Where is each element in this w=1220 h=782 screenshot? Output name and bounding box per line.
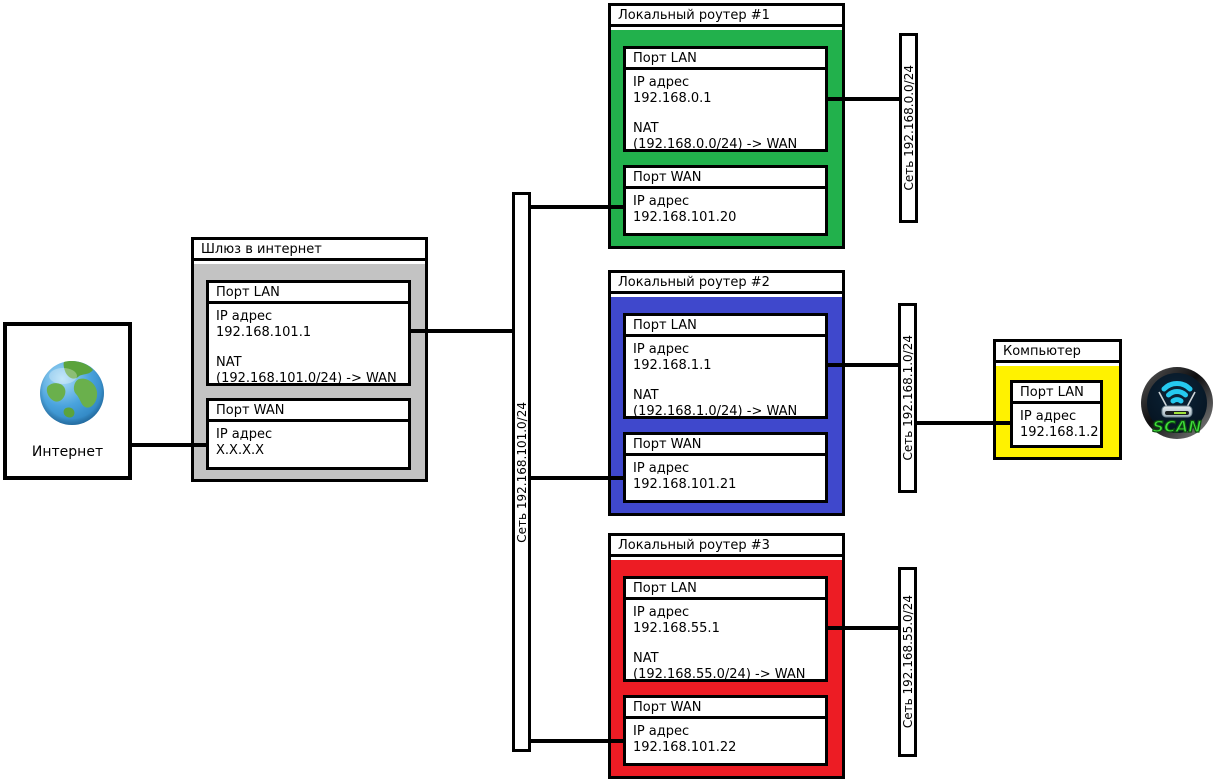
router-2-lan-ip: 192.168.1.1 <box>633 358 712 373</box>
router-3-nat-rule: (192.168.55.0/24) -> WAN <box>633 667 806 682</box>
nat-label: NAT <box>633 651 659 666</box>
ip-label: IP адрес <box>633 724 690 739</box>
router-1-node: Локальный роутер #1 Порт LAN IP адрес 19… <box>608 3 845 249</box>
main-network-bar: Сеть 192.168.101.0/24 <box>512 192 531 752</box>
link-router1-net <box>826 97 901 101</box>
gateway-title: Шлюз в интернет <box>194 240 425 261</box>
gateway-lan-port-title: Порт LAN <box>209 283 408 304</box>
gateway-node: Шлюз в интернет Порт LAN IP адрес 192.16… <box>191 237 428 482</box>
router-2-node: Локальный роутер #2 Порт LAN IP адрес 19… <box>608 270 845 516</box>
router-3-node: Локальный роутер #3 Порт LAN IP адрес 19… <box>608 533 845 779</box>
spacer <box>633 637 825 651</box>
router-2-wan-port-title: Порт WAN <box>626 435 825 456</box>
link-mainnet-router3 <box>529 739 625 743</box>
nat-label: NAT <box>633 121 659 136</box>
ip-label: IP адрес <box>633 75 690 90</box>
router-2-title: Локальный роутер #2 <box>611 273 842 294</box>
internet-label: Интернет <box>31 444 104 460</box>
globe-icon <box>36 356 108 432</box>
router-3-title: Локальный роутер #3 <box>611 536 842 557</box>
router-1-lan-port: Порт LAN IP адрес 192.168.0.1 NAT (192.1… <box>623 46 828 152</box>
router-2-network-label: Сеть 192.168.1.0/24 <box>900 335 915 461</box>
router-2-wan-port: Порт WAN IP адрес 192.168.101.21 <box>623 432 828 503</box>
link-net-computer <box>915 421 1012 425</box>
router-1-nat-rule: (192.168.0.0/24) -> WAN <box>633 137 798 152</box>
router-3-lan-port: Порт LAN IP адрес 192.168.55.1 NAT (192.… <box>623 576 828 682</box>
router-1-title: Локальный роутер #1 <box>611 6 842 27</box>
computer-lan-ip: 192.168.1.2 <box>1020 425 1099 440</box>
computer-lan-port-title: Порт LAN <box>1013 383 1100 404</box>
ip-label: IP адрес <box>633 605 690 620</box>
router-3-network-bar: Сеть 192.168.55.0/24 <box>898 567 917 757</box>
ip-label: IP адрес <box>633 461 690 476</box>
router-2-nat-rule: (192.168.1.0/24) -> WAN <box>633 404 798 419</box>
link-mainnet-router2 <box>529 476 625 480</box>
nat-label: NAT <box>633 388 659 403</box>
router-3-network-label: Сеть 192.168.55.0/24 <box>900 595 915 729</box>
router-1-network-label: Сеть 192.168.0.0/24 <box>901 65 916 191</box>
spacer <box>633 374 825 388</box>
gateway-nat-rule: (192.168.101.0/24) -> WAN <box>216 371 397 386</box>
spacer <box>216 341 408 355</box>
gateway-lan-ip: 192.168.101.1 <box>216 325 312 340</box>
nat-label: NAT <box>216 355 242 370</box>
scan-icon-label: SCAN <box>1152 417 1202 436</box>
router-1-lan-port-title: Порт LAN <box>626 49 825 70</box>
router-1-network-bar: Сеть 192.168.0.0/24 <box>899 33 918 223</box>
router-1-wan-ip: 192.168.101.20 <box>633 210 737 225</box>
gateway-wan-ip: X.X.X.X <box>216 443 265 458</box>
computer-node: Компьютер Порт LAN IP адрес 192.168.1.2 <box>993 339 1122 460</box>
link-mainnet-router1 <box>529 205 625 209</box>
router-3-wan-ip: 192.168.101.22 <box>633 740 737 755</box>
gateway-body: Порт LAN IP адрес 192.168.101.1 NAT (192… <box>194 264 425 479</box>
router-3-lan-port-title: Порт LAN <box>626 579 825 600</box>
ip-label: IP адрес <box>633 342 690 357</box>
router-3-lan-ip: 192.168.55.1 <box>633 621 720 636</box>
gateway-wan-port-title: Порт WAN <box>209 401 408 422</box>
router-1-wan-port-title: Порт WAN <box>626 168 825 189</box>
ip-label: IP адрес <box>633 194 690 209</box>
ip-label: IP адрес <box>216 427 273 442</box>
gateway-wan-port: Порт WAN IP адрес X.X.X.X <box>206 398 411 470</box>
scan-app-icon: SCAN <box>1140 366 1214 444</box>
ip-label: IP адрес <box>1020 409 1077 424</box>
link-router3-net <box>826 626 901 630</box>
router-3-wan-port: Порт WAN IP адрес 192.168.101.22 <box>623 695 828 766</box>
link-internet-gateway <box>130 443 208 447</box>
spacer <box>633 107 825 121</box>
computer-body: Порт LAN IP адрес 192.168.1.2 <box>996 366 1119 457</box>
router-1-body: Порт LAN IP адрес 192.168.0.1 NAT (192.1… <box>611 30 842 246</box>
link-gateway-mainnet <box>409 329 514 333</box>
router-3-body: Порт LAN IP адрес 192.168.55.1 NAT (192.… <box>611 560 842 776</box>
main-network-label: Сеть 192.168.101.0/24 <box>514 401 529 543</box>
router-2-network-bar: Сеть 192.168.1.0/24 <box>898 303 917 493</box>
router-2-lan-port: Порт LAN IP адрес 192.168.1.1 NAT (192.1… <box>623 313 828 419</box>
router-2-lan-port-title: Порт LAN <box>626 316 825 337</box>
router-2-body: Порт LAN IP адрес 192.168.1.1 NAT (192.1… <box>611 297 842 513</box>
link-router2-net <box>826 363 901 367</box>
router-3-wan-port-title: Порт WAN <box>626 698 825 719</box>
gateway-lan-port: Порт LAN IP адрес 192.168.101.1 NAT (192… <box>206 280 411 386</box>
router-2-wan-ip: 192.168.101.21 <box>633 477 737 492</box>
internet-node: Интернет <box>3 322 132 480</box>
computer-title: Компьютер <box>996 342 1119 363</box>
computer-lan-port: Порт LAN IP адрес 192.168.1.2 <box>1010 380 1103 448</box>
router-1-lan-ip: 192.168.0.1 <box>633 91 712 106</box>
router-1-wan-port: Порт WAN IP адрес 192.168.101.20 <box>623 165 828 236</box>
ip-label: IP адрес <box>216 309 273 324</box>
